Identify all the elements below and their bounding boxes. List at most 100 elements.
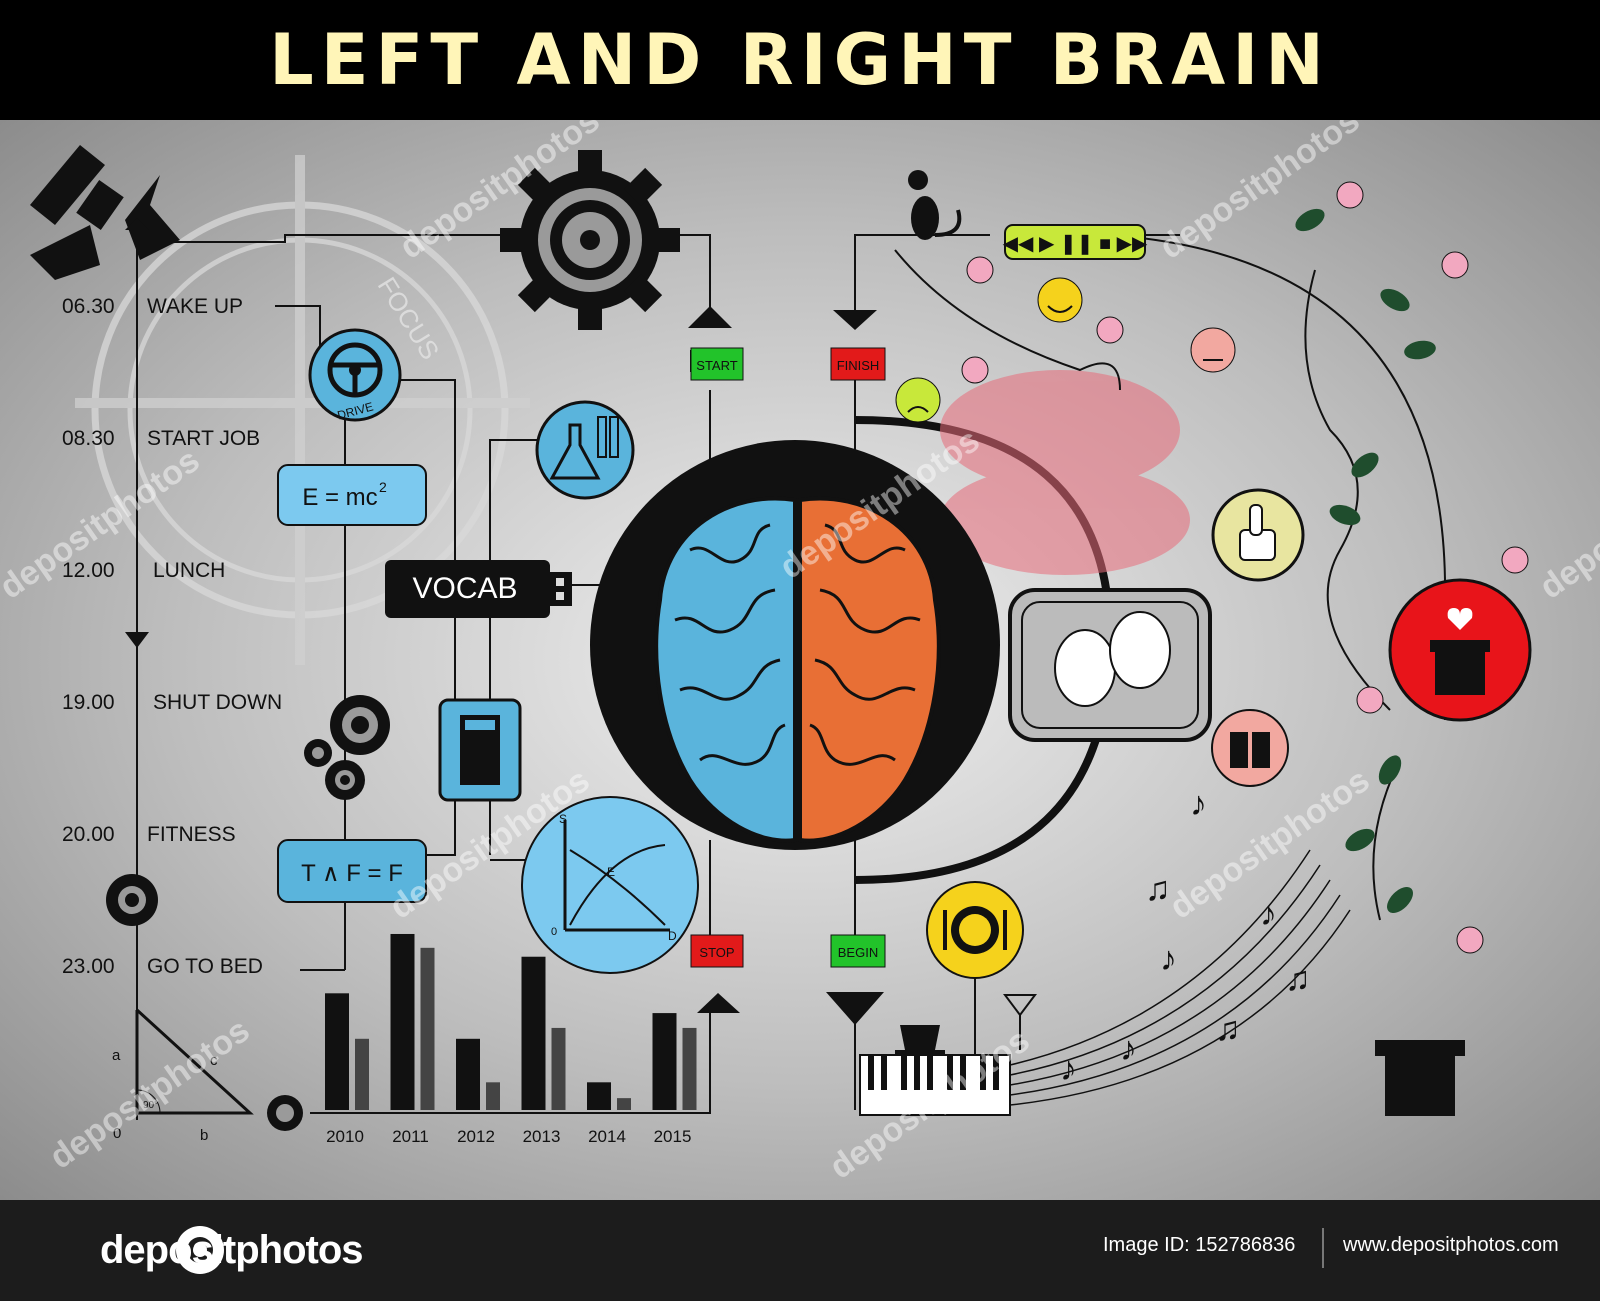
category-label: 2015	[654, 1127, 692, 1146]
theatre-masks-icon	[1008, 588, 1212, 742]
bar-chart: 2010 2011 2012 2013 2014 2015	[325, 933, 697, 1146]
bar	[325, 993, 349, 1110]
footer-bar: depositphotos Image ID: 152786836 www.de…	[0, 1200, 1600, 1301]
bar	[652, 1013, 677, 1110]
begin-label-box: BEGIN	[830, 934, 886, 968]
page-title: LEFT AND RIGHT BRAIN FUNCTIONS	[269, 19, 1331, 221]
title-bar: LEFT AND RIGHT BRAIN FUNCTIONS	[0, 0, 1600, 221]
svg-text:♪: ♪	[1160, 940, 1177, 978]
satellite-icon	[30, 145, 180, 280]
triangle-a-label: a	[112, 1047, 121, 1064]
gear-icon	[267, 1095, 303, 1131]
graph-e-label: E	[607, 865, 615, 879]
graph-s-label: S	[559, 812, 567, 826]
schedule-activity: START JOB	[147, 427, 260, 450]
begin-label: BEGIN	[838, 945, 878, 960]
schedule-item: 06.30 WAKE UP	[62, 295, 243, 318]
calculator-icon	[438, 698, 522, 802]
graph-zero-label: 0	[551, 926, 557, 938]
finish-label-box: FINISH	[830, 347, 886, 381]
bar	[355, 1038, 369, 1110]
schedule-time: 12.00	[62, 559, 115, 582]
schedule-item: 20.00 FITNESS	[62, 823, 236, 846]
footer-url[interactable]: www.depositphotos.com	[1343, 1234, 1559, 1256]
music-notes-icon: ♪ ♫ ♪ ♪ ♫ ♫ ♪ ♪	[1060, 785, 1311, 1088]
bar	[420, 947, 435, 1110]
lips-icon	[940, 370, 1190, 575]
diagram-canvas: FOCUS 06.30 WAKE UP 08.30 START JOB 12.0…	[0, 120, 1600, 1200]
schedule-time: 20.00	[62, 823, 115, 846]
coffee-cup-icon	[895, 1025, 945, 1055]
svg-text:♫: ♫	[1285, 960, 1311, 998]
gift-icon	[1211, 709, 1289, 787]
triangle-b-label: b	[200, 1127, 208, 1144]
down-arrow-icon	[833, 310, 877, 330]
schedule-time: 19.00	[62, 691, 115, 714]
schedule-item: 08.30 START JOB	[62, 427, 260, 450]
schedule-time: 06.30	[62, 295, 115, 318]
svg-text:♪: ♪	[1120, 1030, 1137, 1068]
media-player-icon: ◀◀ ▶ ❚❚ ■ ▶▶	[1003, 224, 1148, 260]
category-label: 2010	[326, 1127, 364, 1146]
right-triangle-diagram: a c b 90° 0	[112, 1008, 254, 1144]
schedule-activity: WAKE UP	[147, 295, 243, 318]
happy-smiley-icon	[1037, 277, 1083, 323]
camera-logo-icon	[176, 1226, 224, 1274]
thumbs-up-icon	[1211, 488, 1305, 582]
down-arrow-icon	[826, 992, 884, 1025]
bar	[587, 1082, 611, 1110]
svg-text:♪: ♪	[1260, 895, 1277, 933]
graph-d-label: D	[668, 929, 677, 943]
svg-text:♫: ♫	[1145, 870, 1171, 908]
schedule-time: 23.00	[62, 955, 115, 978]
category-label: 2014	[588, 1127, 626, 1146]
supply-demand-graph: S E D 0	[521, 796, 699, 974]
gear-icon	[500, 150, 680, 330]
small-gears-icon	[304, 695, 390, 800]
formula-text: E = mc	[302, 484, 377, 511]
heart-pot-icon	[1388, 578, 1532, 722]
dinner-plate-icon	[926, 881, 1024, 979]
logic-text: T ∧ F = F	[301, 860, 403, 887]
cat-icon	[908, 170, 962, 240]
up-arrow-icon	[697, 993, 740, 1013]
gear-icon	[106, 874, 158, 926]
sad-smiley-icon	[895, 377, 941, 423]
bar	[486, 1082, 500, 1110]
schedule-activity: SHUT DOWN	[153, 691, 282, 714]
bar	[456, 1038, 480, 1110]
logic-box: T ∧ F = F	[277, 839, 427, 903]
leaf-icons	[1295, 208, 1436, 913]
neutral-smiley-icon	[1190, 327, 1236, 373]
schedule-item: 12.00 LUNCH	[62, 559, 225, 582]
vocab-usb-icon: VOCAB	[385, 560, 572, 618]
schedule-list: 06.30 WAKE UP 08.30 START JOB 12.00 LUNC…	[62, 295, 282, 978]
cocktail-glass-icon	[1003, 994, 1037, 1050]
piano-keyboard-icon	[859, 1054, 1011, 1116]
start-label: START	[696, 358, 737, 373]
triangle-origin-label: 0	[113, 1125, 121, 1142]
brain-icon	[590, 440, 1000, 850]
schedule-activity: GO TO BED	[147, 955, 263, 978]
bar	[521, 956, 546, 1110]
chemistry-flask-icon	[535, 400, 635, 500]
category-label: 2011	[392, 1127, 429, 1146]
schedule-activity: FITNESS	[147, 823, 236, 846]
footer-image-id: Image ID: 152786836	[1103, 1234, 1296, 1256]
svg-text:♪: ♪	[1060, 1050, 1077, 1088]
schedule-activity: LUNCH	[153, 559, 225, 582]
finish-label: FINISH	[837, 358, 880, 373]
svg-text:◀◀ ▶ ❚❚ ■ ▶▶: ◀◀ ▶ ❚❚ ■ ▶▶	[1003, 233, 1148, 255]
footer-brand: depositphotos	[100, 1228, 364, 1272]
bar	[551, 1027, 566, 1110]
bar	[617, 1098, 631, 1110]
vocab-label: VOCAB	[412, 572, 517, 605]
formula-box: E = mc 2	[277, 464, 427, 526]
footer-separator	[1322, 1228, 1324, 1268]
flower-icons	[961, 181, 1529, 954]
category-label: 2012	[457, 1127, 495, 1146]
bar	[390, 933, 415, 1110]
stop-label-box: STOP	[690, 934, 744, 968]
category-label: 2013	[523, 1127, 561, 1146]
